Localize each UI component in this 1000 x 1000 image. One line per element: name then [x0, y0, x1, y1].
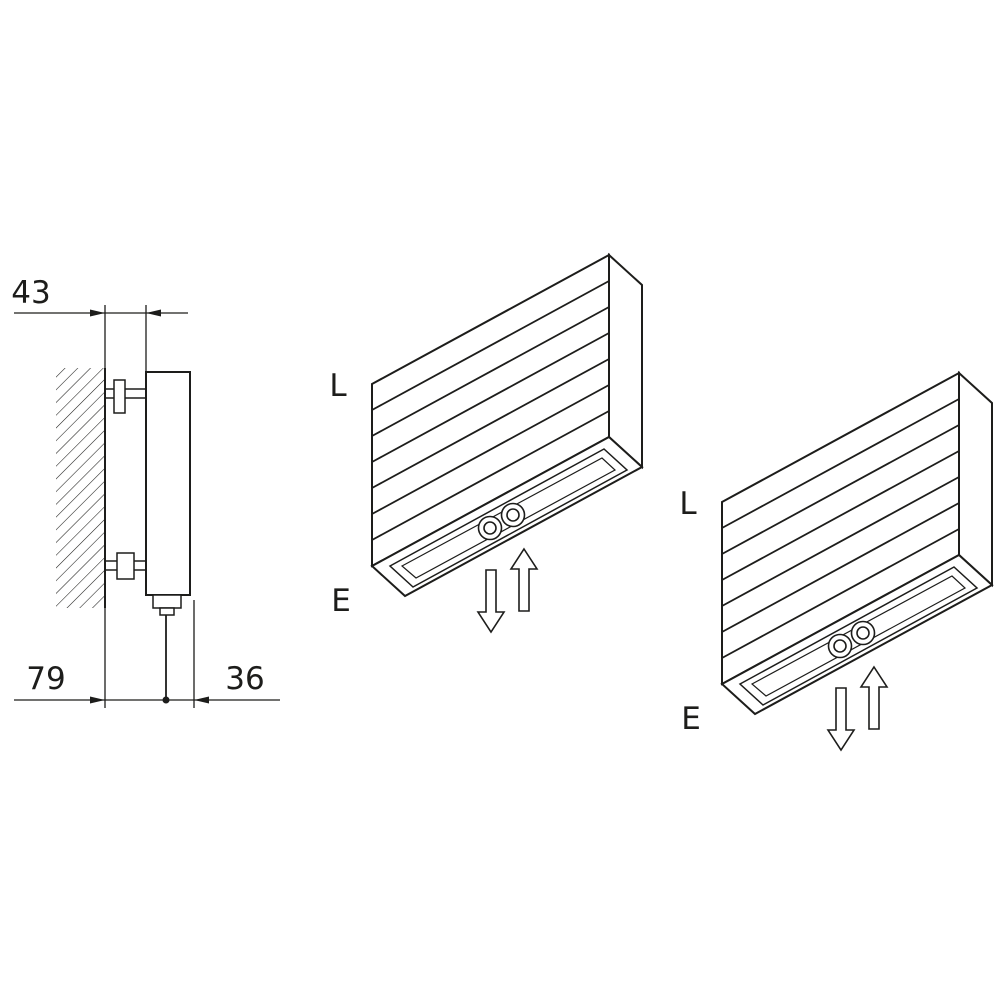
valve-neck: [159, 607, 175, 616]
label-e-back: E: [681, 701, 701, 737]
radiator-iso-front: [371, 254, 643, 633]
valve-assembly: [152, 594, 182, 700]
radiator-iso-back: [721, 372, 993, 751]
top-bracket: [105, 379, 146, 414]
side-view-group: 43 79 36: [11, 275, 280, 708]
dimension-79-36: 79 36: [14, 600, 280, 708]
wall-hatch: [56, 368, 105, 608]
valve-body: [152, 594, 182, 609]
dim-arrowhead-left-icon: [194, 696, 209, 704]
label-e-front: E: [331, 583, 351, 619]
bracket-plate: [113, 379, 126, 414]
dim-arrowhead-left-icon: [146, 309, 161, 317]
dimension-43: 43: [11, 275, 188, 372]
radiator-side-profile: [145, 371, 191, 596]
label-l-front: L: [329, 368, 347, 404]
dim-wall-to-pipe-label: 79: [26, 661, 65, 697]
bracket-knob: [116, 552, 135, 580]
dim-depth-label: 43: [11, 275, 50, 311]
dim-arrowhead-right-icon: [90, 696, 105, 704]
label-l-back: L: [679, 486, 697, 522]
dim-pipe-to-front-label: 36: [225, 661, 264, 697]
dim-point-marker: [162, 696, 170, 704]
dim-arrowhead-right-icon: [90, 309, 105, 317]
bottom-bracket: [105, 552, 146, 580]
